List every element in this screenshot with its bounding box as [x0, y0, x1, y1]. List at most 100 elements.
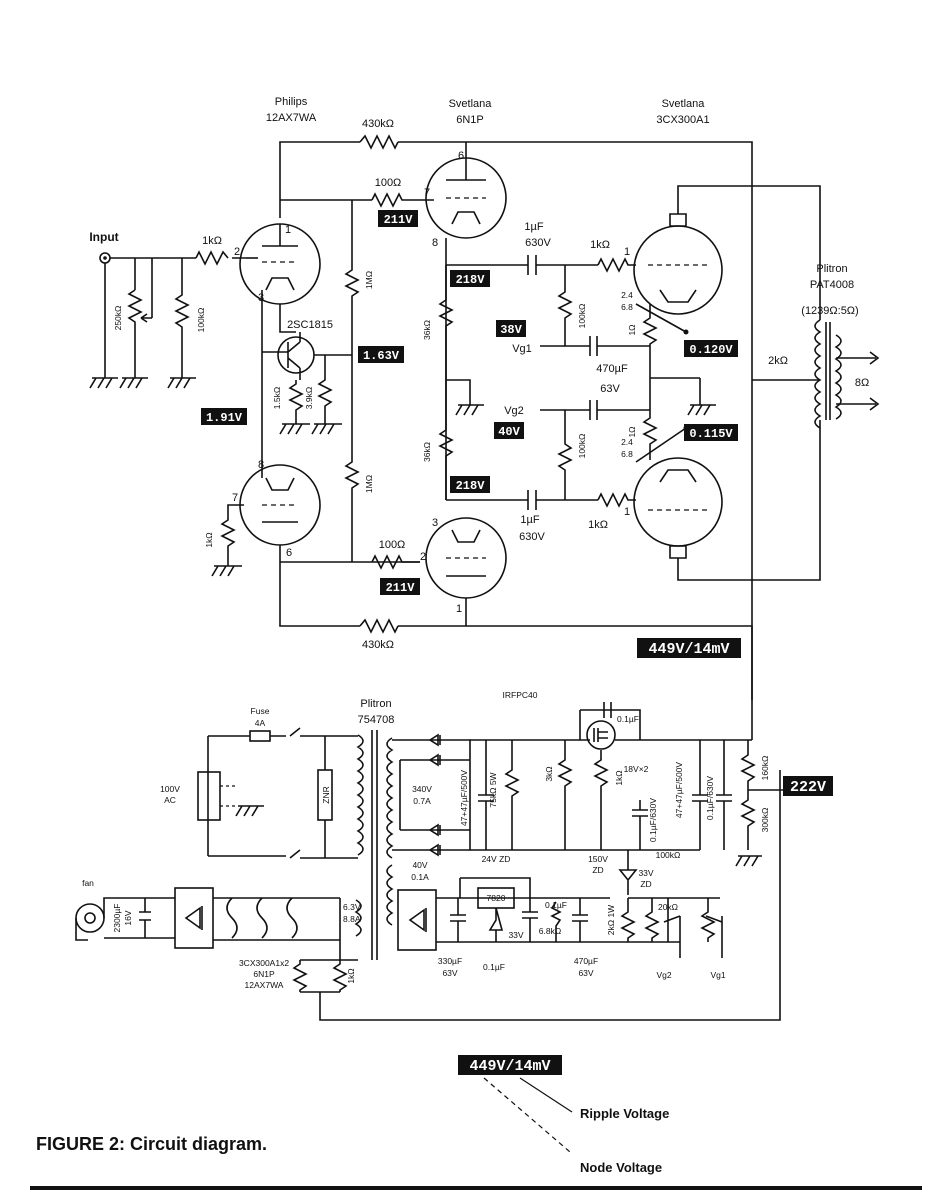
label-fan: fan: [82, 878, 94, 888]
label-01u-bias: 0.1µF: [545, 900, 567, 910]
bridge-rectifier-heater: [174, 887, 214, 949]
label-fuse: Fuse: [251, 706, 270, 716]
label-7820: 7820: [487, 893, 506, 903]
figure-caption: FIGURE 2: Circuit diagram.: [36, 1134, 267, 1154]
label-01u-mosfet: 0.1µF: [617, 714, 639, 724]
transistor-2sc1815: [262, 332, 352, 380]
svg-text:218V: 218V: [456, 273, 486, 287]
label-0-1a: 0.1A: [411, 872, 429, 882]
volt-218-upper: 218V: [450, 270, 490, 287]
label-470u-bias-63v: 63V: [578, 968, 593, 978]
label-ratio: (1239Ω:5Ω): [801, 305, 858, 317]
cap-01u-630-second: [716, 740, 732, 850]
cap-470u-bias: [572, 898, 588, 942]
pin-2-6n1p: 2: [420, 551, 426, 563]
label-1m-upper: 1MΩ: [364, 271, 374, 289]
pin-1-6n1p: 1: [456, 603, 462, 615]
label-330u-63v: 63V: [442, 968, 457, 978]
label-znr: ZNR: [321, 786, 331, 803]
cap-470u-vg2: [589, 400, 650, 420]
label-3-9k: 3.9kΩ: [304, 387, 314, 409]
label-8ohm: 8Ω: [855, 377, 869, 389]
label-47-500-first: 47+47µF/500V: [459, 770, 469, 827]
pin-1-3cx-lower: 1: [624, 506, 630, 518]
volt-0120: 0.120V: [684, 340, 738, 357]
label-40v: 40V: [412, 860, 427, 870]
label-470u: 470µF: [596, 363, 628, 375]
label-1m-lower: 1MΩ: [364, 475, 374, 493]
label-1k-3cx-lower: 1kΩ: [588, 519, 608, 531]
resistor-1m-pair: [344, 200, 360, 562]
label-430k-top: 430kΩ: [362, 118, 394, 130]
tube-3cx300-upper: [633, 185, 821, 320]
label-36k-lower: 36kΩ: [422, 442, 432, 462]
volt-222: 222V: [783, 776, 833, 796]
label-01u-630: 0.1µF/630V: [648, 798, 658, 842]
volt-38: 38V: [496, 320, 526, 337]
legend-voltage-sample: 449V/14mV: [458, 1055, 562, 1075]
label-63v: 63V: [600, 383, 620, 395]
label-75k: 75kΩ 5W: [488, 772, 498, 807]
resistor-100-upper: [280, 192, 434, 208]
svg-text:449V/14mV: 449V/14mV: [469, 1058, 550, 1075]
resistor-1ohm-lower: [642, 410, 658, 460]
diode-bridge-hv: [428, 733, 441, 857]
pin-1-upper: 1: [285, 224, 291, 236]
resistor-3-9k: [317, 355, 333, 424]
resistor-1k-reg: [593, 750, 609, 850]
resistor-100-lower: [371, 554, 420, 570]
svg-text:211V: 211V: [386, 581, 416, 595]
cap-470u-vg1: [589, 336, 650, 356]
pin-3-6n1p: 3: [432, 517, 438, 529]
mosfet-irfpc40: [586, 720, 616, 750]
svg-text:218V: 218V: [456, 479, 486, 493]
label-100-upper: 100Ω: [375, 177, 402, 189]
ground-36k: [446, 379, 484, 416]
resistor-1-5k: [288, 380, 304, 424]
cap-1u-lower: [527, 490, 537, 510]
cap-330u: [450, 898, 466, 942]
label-vg2-psu: Vg2: [656, 970, 671, 980]
tube-label-3cx300-maker: Svetlana: [662, 98, 706, 110]
label-fuse-4a: 4A: [255, 718, 266, 728]
svg-text:222V: 222V: [790, 779, 826, 796]
label-100k-reg: 100kΩ: [656, 850, 681, 860]
label-01u-630-second: 0.1µF/630V: [705, 776, 715, 820]
cap-01u-mosfet: [579, 702, 641, 740]
svg-text:38V: 38V: [500, 323, 522, 337]
pin-1-3cx-upper: 1: [624, 246, 630, 258]
label-ac-100v: 100V: [160, 784, 180, 794]
fan-symbol: [75, 903, 105, 941]
label-36k-upper: 36kΩ: [422, 320, 432, 340]
label-irfpc40: IRFPC40: [503, 690, 538, 700]
ground-3-9k: [311, 423, 342, 435]
label-16v: 16V: [123, 910, 133, 925]
label-1ohm-upper: 1Ω: [627, 324, 637, 335]
volt-449: 449V/14mV: [637, 638, 741, 658]
label-1-5k: 1.5kΩ: [272, 387, 282, 409]
pin-2-upper: 2: [234, 246, 240, 258]
ground-cathode: [649, 346, 716, 416]
ground-ac: [235, 805, 264, 817]
tube-label-6n1p-maker: Svetlana: [449, 98, 493, 110]
cap-01u-630: [632, 800, 648, 850]
pin-6-6n1p: 6: [458, 150, 464, 162]
label-1k-heater: 1kΩ: [346, 968, 356, 983]
cap-2300u: [103, 897, 175, 939]
label-1k-3cx-upper: 1kΩ: [590, 239, 610, 251]
ac-inlet[interactable]: [197, 771, 221, 821]
legend-node: Node Voltage: [580, 1160, 662, 1175]
tube-label-6n1p-type: 6N1P: [456, 114, 484, 126]
znr-symbol: [317, 769, 333, 821]
label-33v-bias: 33V: [508, 930, 523, 940]
label-3k: 3kΩ: [544, 766, 554, 781]
label-vg2-amp: Vg2: [504, 405, 524, 417]
label-1u-upper: 1µF: [524, 221, 543, 233]
tube-12ax7-lower: [239, 464, 321, 546]
label-2k-1w: 2kΩ 1W: [606, 905, 616, 935]
volt-163: 1.63V: [358, 346, 404, 363]
bottom-rule: [30, 1186, 922, 1190]
label-470u-bias: 470µF: [574, 956, 598, 966]
label-100-lower: 100Ω: [379, 539, 406, 551]
